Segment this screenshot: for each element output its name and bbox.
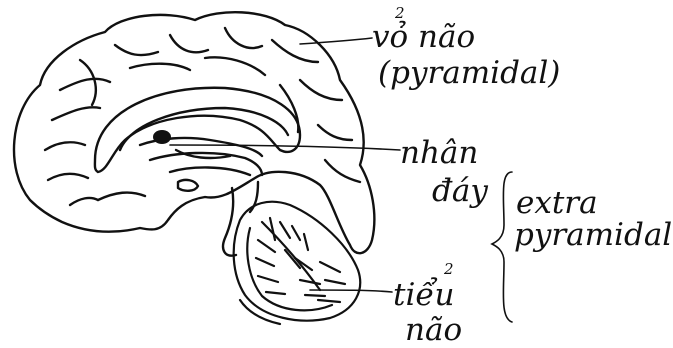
basal-nucleus-spot — [153, 130, 171, 144]
label-cortex: vỏ não — [372, 22, 475, 53]
label-extrapyramidal: extra — [516, 188, 598, 219]
corpus-callosum — [95, 88, 300, 172]
label-cerebellum-2: não — [405, 315, 462, 346]
label-basal-nuclei: nhân — [400, 138, 478, 169]
label-cerebellum: tiểu — [393, 280, 454, 311]
label-basal-nuclei-2: đáy — [432, 176, 488, 207]
label-cortex-superscript: 2 — [395, 6, 405, 21]
brain-diagram: vỏ não 2 (pyramidal) nhân đáy extra pyra… — [0, 0, 673, 340]
label-cerebellum-superscript: 2 — [444, 262, 454, 277]
label-extrapyramidal-2: pyramidal — [514, 220, 672, 251]
label-cortex-pyramidal: (pyramidal) — [378, 58, 560, 89]
bracket — [492, 172, 512, 322]
brain-drawing — [0, 0, 673, 340]
leader-basal — [170, 145, 400, 150]
cerebrum-outline — [14, 12, 374, 253]
leader-cerebellum — [310, 290, 392, 292]
cerebellum — [234, 202, 361, 324]
leader-cortex — [300, 38, 372, 44]
